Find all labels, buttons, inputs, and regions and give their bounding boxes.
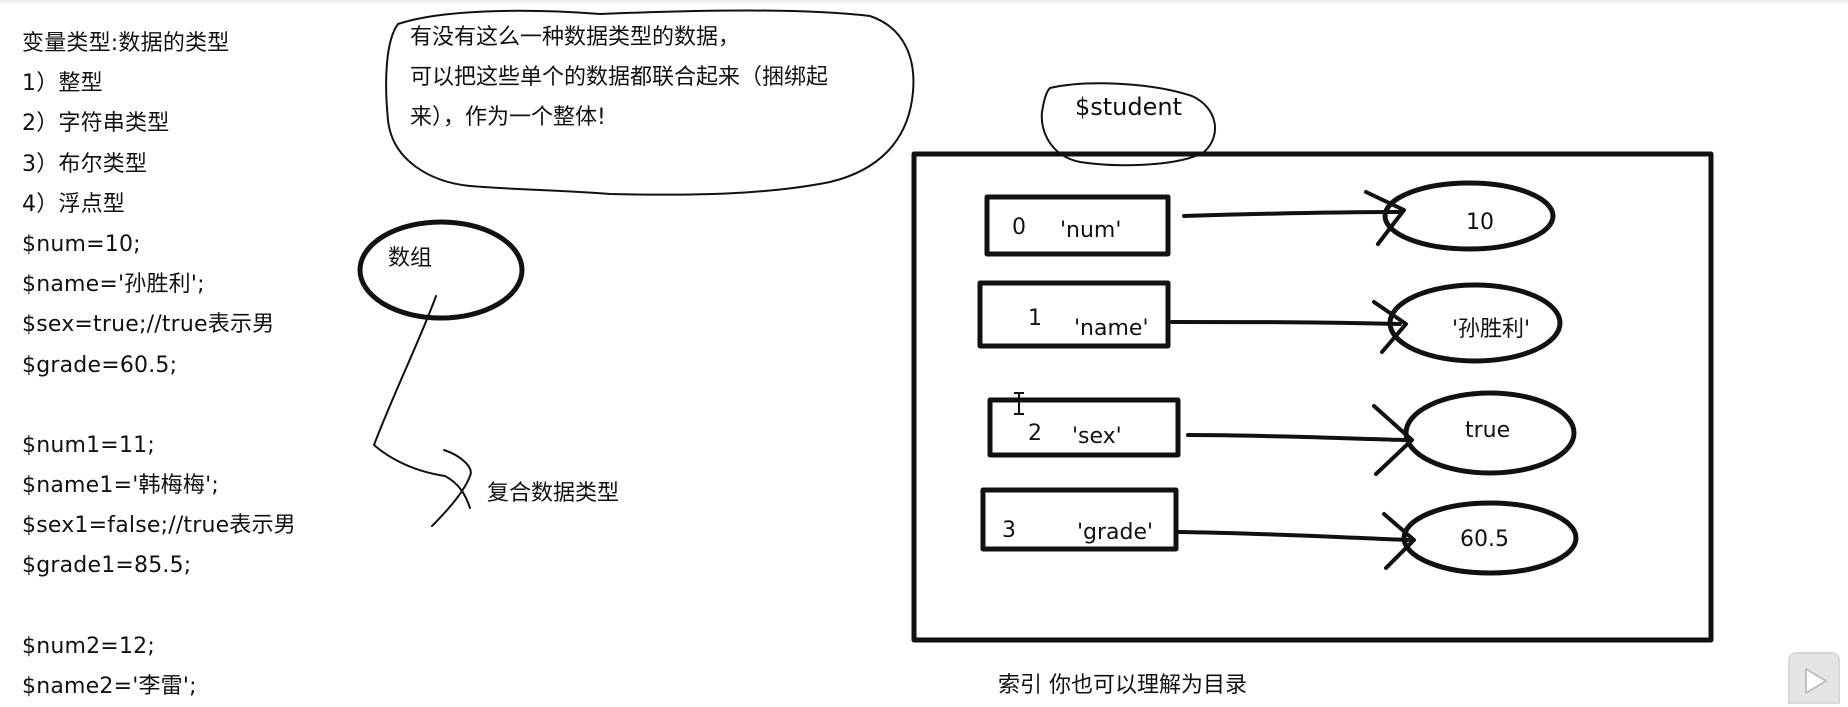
- entry-arrow: [1170, 320, 1402, 326]
- entry-key: 'name': [1074, 316, 1149, 341]
- i-beam-cursor-icon: [1014, 392, 1024, 415]
- note-line: 2）字符串类型: [22, 111, 170, 137]
- question-bubble-outline: [385, 9, 915, 196]
- entry-arrow: [1182, 210, 1402, 218]
- entry-key: 'sex': [1072, 424, 1122, 449]
- entry-index: 0: [1012, 215, 1026, 240]
- note-line: 变量类型:数据的类型: [22, 31, 230, 56]
- entry-key-box: [980, 487, 1179, 552]
- note-line: $num=10;: [22, 231, 141, 257]
- entry-value-ellipse: [1401, 500, 1579, 576]
- entry-arrow-head: [1364, 190, 1406, 246]
- array-connector-line: [373, 295, 471, 509]
- bubble-line: 有没有这么一种数据类型的数据，: [410, 25, 741, 50]
- entry-value: '孙胜利': [1452, 317, 1531, 342]
- window-top-edge: [0, 0, 1848, 5]
- variable-notes: 变量类型:数据的类型 1）整型 2）字符串类型 3）布尔类型 4）浮点型 $nu…: [22, 24, 382, 707]
- entry-key-box: [987, 397, 1181, 458]
- array-label: 数组: [388, 246, 433, 271]
- entry-arrow: [1186, 433, 1406, 442]
- note-line: 1）整型: [22, 71, 103, 97]
- note-line: $name='孙胜利';: [22, 272, 205, 298]
- entry-value-ellipse: [1382, 180, 1556, 252]
- array-connector-hook: [431, 449, 472, 527]
- bubble-line: 可以把这些单个的数据都联合起来（捆绑起: [410, 65, 829, 90]
- entry-arrow: [1176, 530, 1412, 542]
- note-line: $sex1=false;//true表示男: [22, 513, 296, 539]
- entry-key-box: [977, 280, 1171, 349]
- array-container-box: [911, 151, 1714, 643]
- note-line: $grade1=85.5;: [22, 553, 192, 579]
- entry-value: true: [1465, 418, 1511, 443]
- play-button[interactable]: [1788, 652, 1840, 704]
- bubble-line: 来），作为一个整体!: [410, 105, 606, 130]
- entry-arrow-head: [1382, 512, 1416, 570]
- entry-arrow-head: [1372, 300, 1408, 354]
- note-line: $num1=11;: [22, 432, 155, 458]
- note-line: $grade=60.5;: [22, 352, 178, 378]
- student-ellipse: [1040, 82, 1217, 167]
- array-ellipse: [357, 219, 525, 321]
- entry-index: 2: [1028, 421, 1042, 446]
- index-caption: 索引 你也可以理解为目录: [998, 673, 1247, 698]
- entry-index: 1: [1028, 306, 1042, 331]
- note-line: $name2='李雷';: [22, 674, 197, 699]
- entry-key: 'num': [1060, 218, 1122, 243]
- note-line: 3）布尔类型: [22, 151, 148, 177]
- note-line: $num2=12;: [22, 633, 155, 659]
- entry-value-ellipse: [1387, 282, 1563, 364]
- compound-type-label: 复合数据类型: [487, 481, 620, 506]
- note-line: $sex=true;//true表示男: [22, 312, 275, 338]
- entry-index: 3: [1002, 518, 1016, 543]
- entry-value-ellipse: [1403, 390, 1577, 476]
- play-icon: [1805, 668, 1827, 694]
- note-line: 4）浮点型: [22, 191, 125, 217]
- question-bubble-text: 有没有这么一种数据类型的数据， 可以把这些单个的数据都联合起来（捆绑起 来），作…: [410, 18, 890, 138]
- entry-key-box: [984, 194, 1171, 257]
- entry-arrow-head: [1372, 404, 1414, 476]
- note-line: $name1='韩梅梅';: [22, 473, 219, 499]
- entry-key: 'grade': [1077, 520, 1154, 545]
- student-variable-label: $student: [1075, 93, 1183, 121]
- entry-value: 10: [1466, 210, 1494, 235]
- entry-value: 60.5: [1460, 527, 1509, 552]
